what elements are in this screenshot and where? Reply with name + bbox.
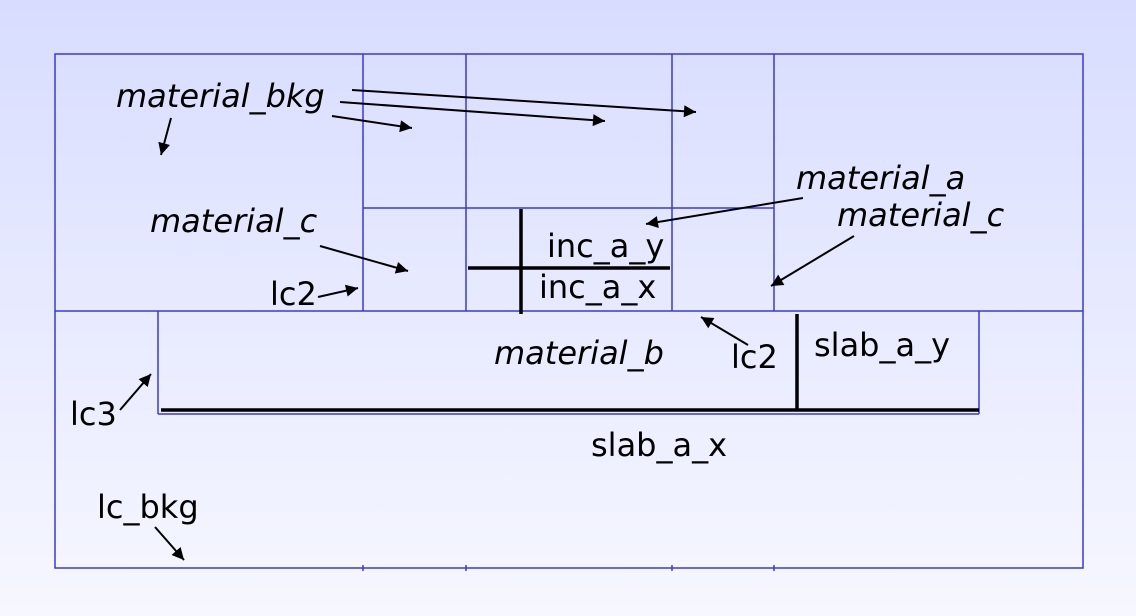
label-material-bkg: material_bkg [116,77,325,115]
label-material-c-left: material_c [150,202,318,240]
arrow-lc2-left [317,284,359,298]
upper-grid-lines [55,54,1083,312]
arrow-material-a [645,197,804,228]
label-slab-a-y: slab_a_y [814,326,950,364]
arrow-material-c-right [770,235,855,287]
arrow-lc-bkg [154,526,185,561]
arrow-lc2-right [700,316,749,346]
label-lc2-left: lc2 [270,275,317,313]
label-material-a: material_a [796,159,965,197]
arrow-lc3 [119,373,152,411]
arrow-material-c-left [319,245,409,274]
arrow-material-bkg-4 [158,117,172,156]
label-lc2-right: lc2 [731,338,778,376]
label-inc-a-x: inc_a_x [539,268,656,306]
slab-box [157,311,980,415]
label-lc-bkg: lc_bkg [97,488,199,526]
arrow-material-bkg-1 [351,89,697,118]
bottom-ticks [362,565,775,571]
arrow-material-bkg-3 [331,115,413,133]
label-inc-a-y: inc_a_y [547,227,664,265]
arrow-material-bkg-2 [339,101,606,127]
label-material-b: material_b [494,334,664,372]
label-material-c-right: material_c [837,196,1005,234]
label-slab-a-x: slab_a_x [591,426,727,464]
annotation-arrows [119,89,855,561]
label-lc3: lc3 [70,395,117,433]
inclusion-and-slab-lines [161,209,979,412]
